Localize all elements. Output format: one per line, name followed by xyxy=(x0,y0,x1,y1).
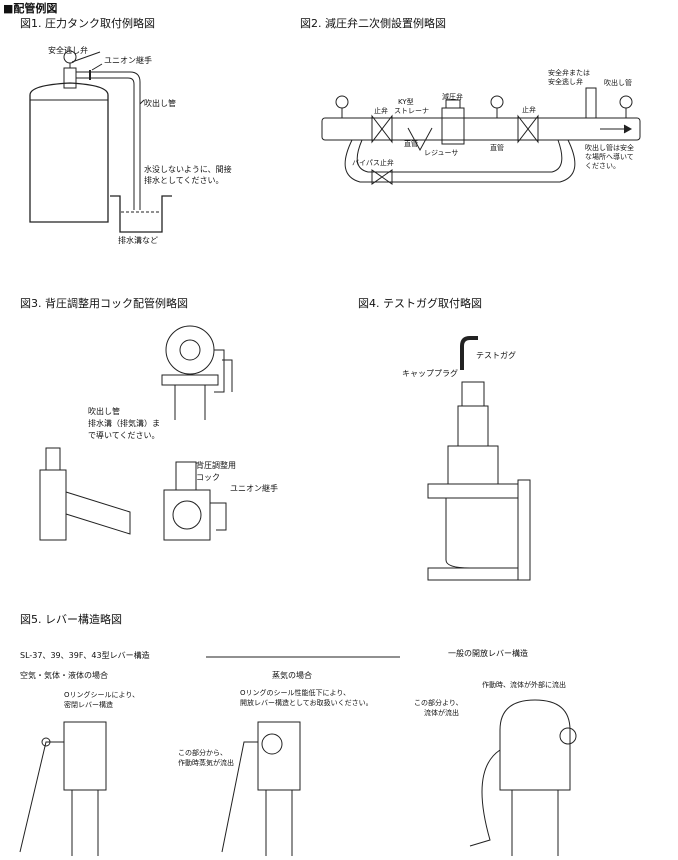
base-flange-fig4 xyxy=(427,567,519,581)
fig3-discharge-line3: で導いてください。 xyxy=(88,431,160,440)
front-valve-fig3 xyxy=(163,489,211,541)
fig2-safety-line1: 安全弁または xyxy=(548,69,590,77)
fig4-cap-plug-label: キャッププラグ xyxy=(402,369,458,378)
discharge-pipe-slant xyxy=(65,491,131,535)
discharge-pipe-fig1 xyxy=(76,71,141,210)
valve-body-fig1 xyxy=(63,67,77,89)
fig1-drawing xyxy=(29,50,172,233)
fig1-title: 図1. 圧力タンク取付例略図 xyxy=(20,17,155,30)
fig3-discharge-line2: 排水溝（排気溝）ま xyxy=(88,419,160,428)
fig3-discharge-line1: 吹出し管 xyxy=(88,407,120,416)
fig2-ky-line1: KY型 xyxy=(398,98,414,106)
fig5-air-case-label: 空気・気体・液体の場合 xyxy=(20,671,108,680)
strainer xyxy=(407,127,433,152)
fig1-union-label: ユニオン継手 xyxy=(104,56,152,65)
valve-top-view xyxy=(165,325,215,375)
lever-steam xyxy=(257,721,301,791)
fig5-title: 図5. レバー構造略図 xyxy=(20,613,122,626)
valve-body-fig4 xyxy=(447,445,499,485)
fig5-oring-line2: 密閉レバー構造 xyxy=(64,701,113,709)
flange-fig4 xyxy=(427,483,519,499)
fig2-note-line1: 吹出し管は安全 xyxy=(585,144,634,152)
fig2-stop-valve-left: 止弁 xyxy=(374,107,388,115)
fig5-steam-note-line2: 開放レバー構造としてお取扱いください。 xyxy=(240,699,373,707)
fig5-part-line1: この部分から、 xyxy=(178,749,227,757)
gauge-fig2-2 xyxy=(490,95,504,109)
stop-valve-left xyxy=(371,114,393,144)
fig1-discharge-label: 吹出し管 xyxy=(144,99,176,108)
fig5-open-part-line1: この部分より、 xyxy=(414,699,463,707)
bypass-valve xyxy=(371,169,393,185)
fig2-title: 図2. 減圧弁二次側設置例略図 xyxy=(300,17,446,30)
fig2-drawing xyxy=(321,87,641,185)
fig5-steam-note-line1: Oリングのシール性能低下により、 xyxy=(240,689,351,697)
fig2-prv-line1: 減圧弁 xyxy=(442,93,463,101)
fig5-general-label: 一般の開放レバー構造 xyxy=(448,649,528,658)
fig2-bypass-label: バイパス止弁 xyxy=(352,159,394,167)
test-gag xyxy=(460,336,478,370)
pressure-tank xyxy=(29,82,109,223)
gauge-fig2-3 xyxy=(619,95,633,109)
fig2-ky-line2: ストレーナ xyxy=(394,107,429,115)
fig3-cock-line1: 背圧調整用 xyxy=(196,461,236,470)
fig5-oring-line1: Oリングシールにより、 xyxy=(64,691,140,699)
union-fig3 xyxy=(210,502,227,531)
fig1-drain-label: 排水溝など xyxy=(118,236,158,245)
fig5-open-note: 作動時、流体が外部に流出 xyxy=(482,681,566,689)
fig3-title: 図3. 背圧調整用コック配管例略図 xyxy=(20,297,188,310)
steam-leak-circle xyxy=(261,733,283,755)
drain-pit xyxy=(110,195,172,233)
fig5-models-label: SL-37、39、39F、43型レバー構造 xyxy=(20,651,150,660)
fig2-safety-line2: 安全逃し弁 xyxy=(548,78,583,86)
fig5-drawing xyxy=(19,656,577,856)
cap-plug xyxy=(461,381,485,407)
fig2-stop-valve-right: 止弁 xyxy=(522,106,536,114)
safety-valve-fig2 xyxy=(585,87,597,119)
fig2-note-line3: ください。 xyxy=(585,162,620,170)
fig5-part-line2: 作動時蒸気が流出 xyxy=(178,759,234,767)
side-valve-fig3 xyxy=(39,469,67,541)
fig2-prv-line2: レジューサ xyxy=(424,149,459,157)
fig1-safety-valve-label: 安全逃し弁 xyxy=(48,46,88,55)
fig2-straight-pipe2: 直管 xyxy=(490,144,504,152)
main-pipeline xyxy=(321,117,641,141)
mounting-flange-fig3 xyxy=(161,374,219,386)
lever-sealed xyxy=(63,721,107,791)
fig1-note-line2: 排水としてください。 xyxy=(144,176,224,185)
pressure-reducing-valve xyxy=(441,107,465,145)
gauge-fig2-1 xyxy=(335,95,349,109)
outlet-flange-fig4 xyxy=(517,479,531,581)
open-leak-circle xyxy=(559,727,577,745)
fig4-title: 図4. テストガグ取付略図 xyxy=(358,297,482,310)
lever-open xyxy=(499,699,571,791)
bypass-pipe xyxy=(344,139,576,183)
fig2-note-line2: な場所へ導いて xyxy=(585,153,634,161)
fig3-union-label: ユニオン継手 xyxy=(230,484,278,493)
fig3-drawing xyxy=(39,325,233,541)
page-title: ■配管例図 xyxy=(3,2,58,15)
fig2-discharge-label: 吹出し管 xyxy=(604,79,632,87)
fig5-open-part-line2: 流体が流出 xyxy=(424,709,459,717)
stop-valve-right xyxy=(517,114,539,144)
fig3-cock-line2: コック xyxy=(196,473,220,482)
fig4-test-gag-label: テストガグ xyxy=(476,351,516,360)
discharge-pipe-fig3 xyxy=(214,349,233,393)
fig1-note-line1: 水没しないように、間接 xyxy=(144,165,232,174)
fig5-steam-case-label: 蒸気の場合 xyxy=(272,671,312,680)
fig2-straight-pipe: 直管 xyxy=(404,140,418,148)
fig4-drawing xyxy=(427,336,531,581)
valve-bonnet-fig4 xyxy=(457,405,489,447)
